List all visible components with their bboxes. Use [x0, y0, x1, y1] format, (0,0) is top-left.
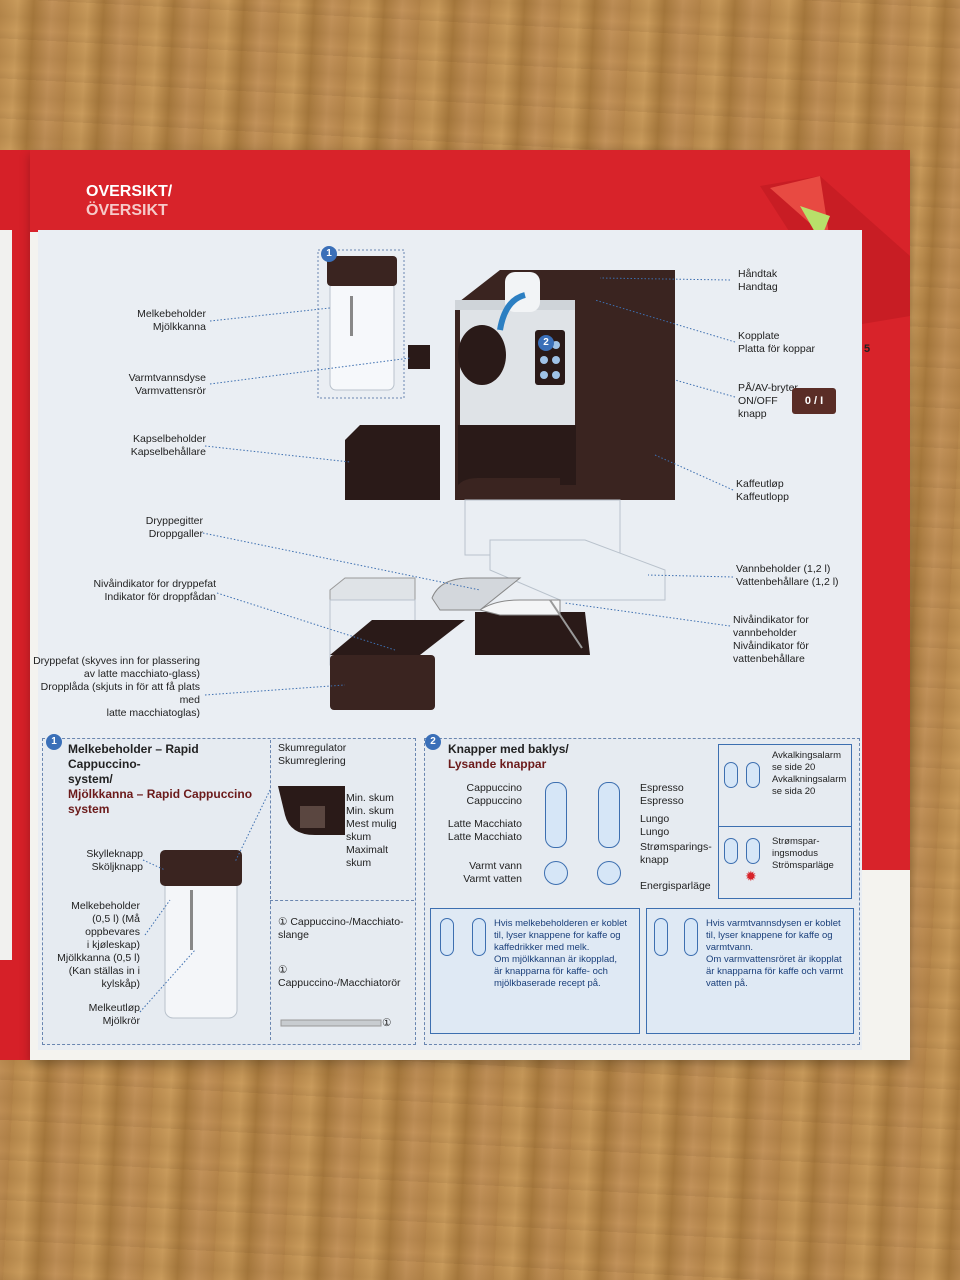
on-off-switch-icon: 0 / I	[792, 388, 836, 414]
alarm-box	[718, 744, 852, 899]
alarm-button-right	[746, 762, 760, 788]
page-title-no: OVERSIKT/	[86, 183, 173, 200]
powersave-button-left	[724, 838, 738, 864]
hot-water-button-icon	[544, 861, 568, 885]
section1-marker: 1	[46, 734, 62, 750]
powersave-button-right	[746, 838, 760, 864]
label-stromsparing: Strømsparings-knapp	[640, 841, 712, 866]
label-energisparlage: Energisparläge	[640, 880, 711, 892]
marker-2: 2	[538, 335, 554, 351]
power-save-label: Strømspar-ingsmodus Strömsparläge	[772, 836, 834, 871]
page-number: 5	[864, 343, 871, 355]
info-box-left	[430, 908, 640, 1034]
info-box-right	[646, 908, 854, 1034]
alarm-button-left	[724, 762, 738, 788]
slange-label: ① Cappuccino-/Macchiato-slange	[278, 916, 404, 941]
callout-vannbeholder: Vannbeholder (1,2 l)Vattenbehållare (1,2…	[736, 563, 839, 588]
ror-label: ① Cappuccino-/Macchiatorör	[278, 964, 401, 989]
section2-marker: 2	[425, 734, 441, 750]
section2-title: Knapper med baklys/Lysande knappar	[448, 742, 569, 771]
info-left-button-1	[440, 918, 454, 956]
page-title-sv: ÖVERSIKT	[86, 202, 168, 219]
section1-title: Melkebeholder – Rapid Cappuccino-system/…	[68, 742, 253, 816]
espresso-lungo-buttons	[598, 782, 620, 848]
melkebeholder-label: Melkebeholder(0,5 l) (Må oppbevares i kj…	[57, 900, 140, 990]
power-save-button-icon	[597, 861, 621, 885]
info-right-button-2	[684, 918, 698, 956]
info-right-button-1	[654, 918, 668, 956]
marker-1: 1	[321, 246, 337, 262]
info-left-button-2	[472, 918, 486, 956]
red-sun-icon: ✹	[745, 868, 757, 884]
cappuccino-latte-buttons	[545, 782, 567, 848]
tube-marker: ①	[382, 1017, 392, 1029]
